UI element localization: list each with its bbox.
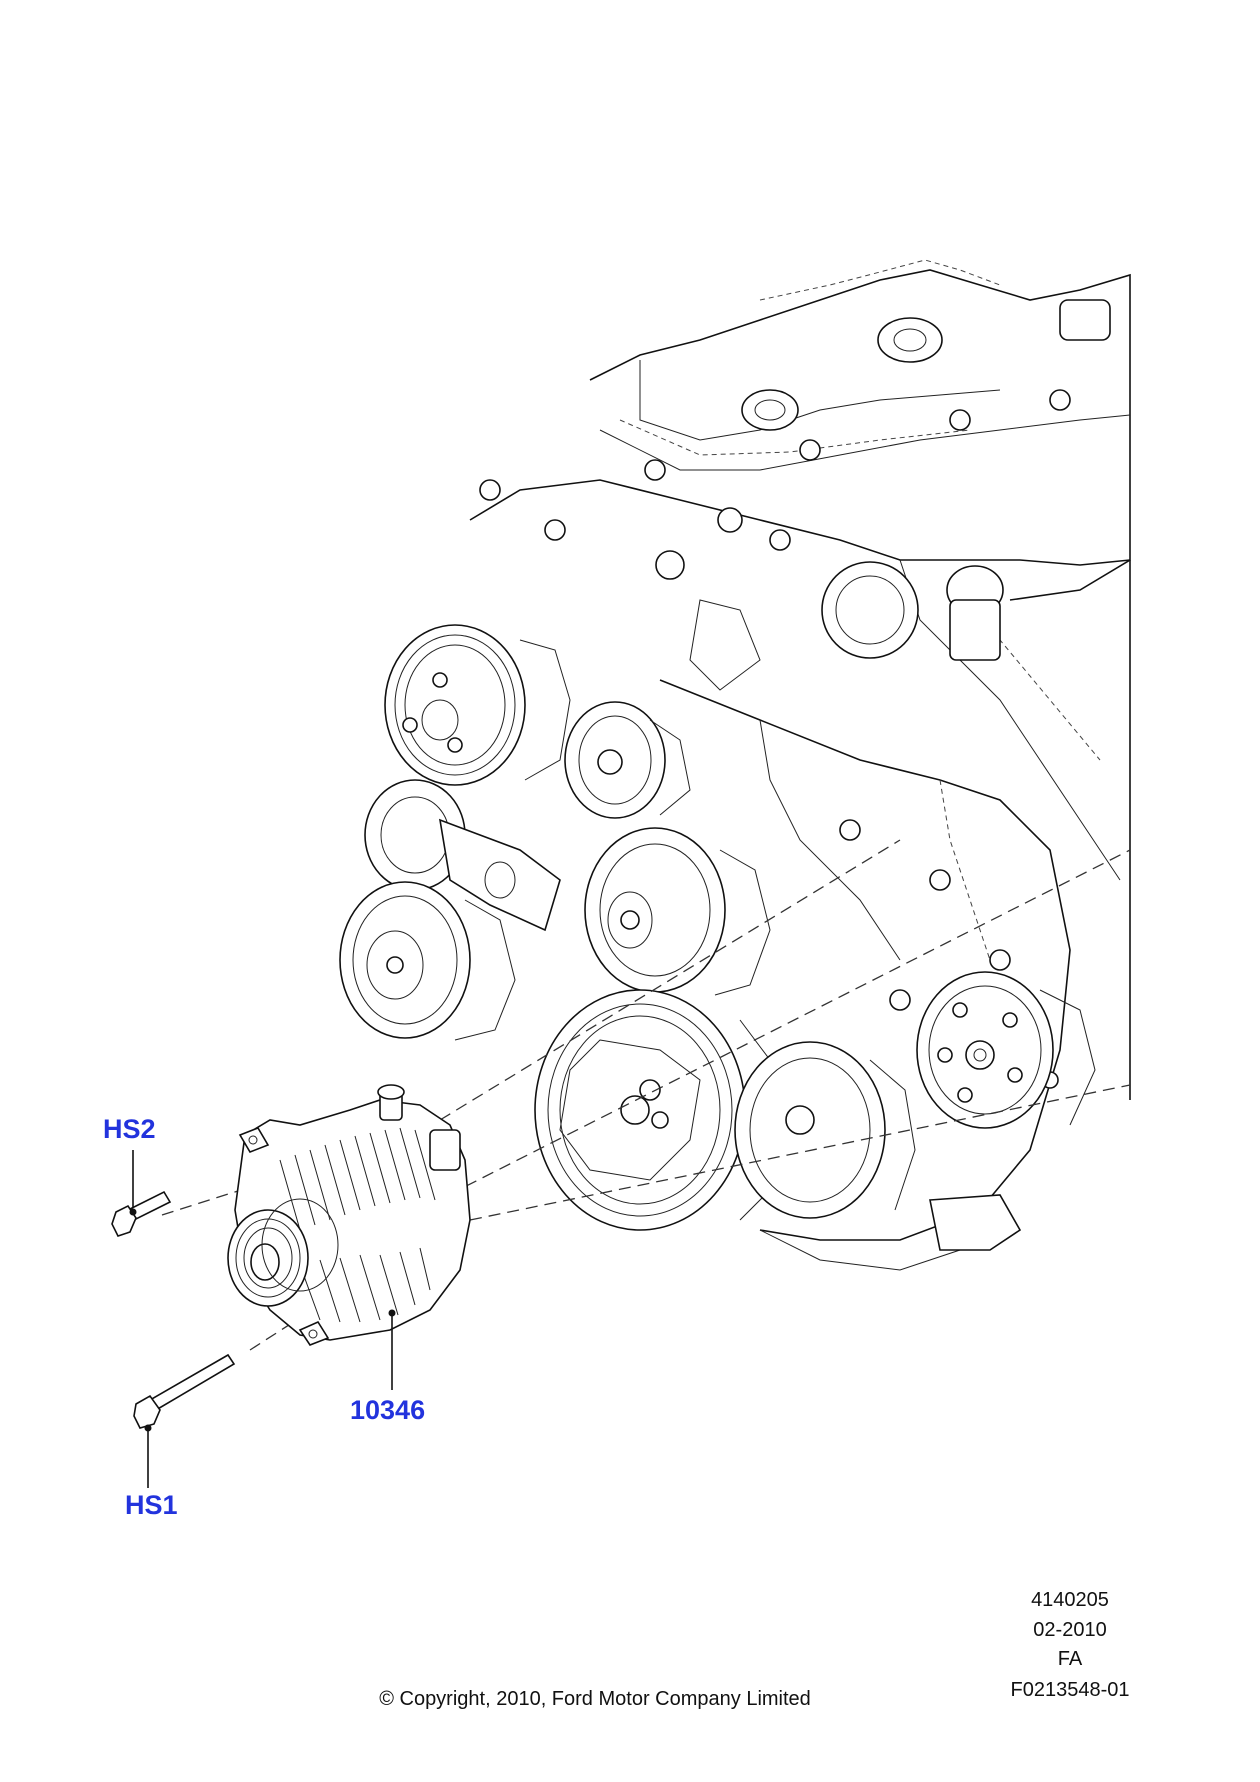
bolt-hs2 xyxy=(111,1190,172,1237)
leader-lines xyxy=(129,1150,396,1488)
drawing-date: 02-2010 xyxy=(1033,1619,1107,1641)
illustration-number: 4140205 xyxy=(1031,1589,1109,1611)
idler-pulley-upper xyxy=(564,701,691,819)
bolt-hs1 xyxy=(133,1353,236,1429)
idler-pulley-center xyxy=(584,827,771,996)
ac-compressor-pulley xyxy=(339,881,516,1041)
callout-alternator-part-number: 10346 xyxy=(350,1395,426,1425)
engine-assembly xyxy=(469,259,1131,1271)
figure-id: F0213548-01 xyxy=(1010,1679,1130,1701)
callout-hs1: HS1 xyxy=(125,1490,178,1520)
alternator xyxy=(227,1084,471,1346)
water-pump-pulley xyxy=(384,624,571,786)
tensioner xyxy=(364,779,561,932)
callout-hs2: HS2 xyxy=(103,1114,156,1144)
idler-pulley-lower xyxy=(734,1041,916,1219)
copyright-notice: © Copyright, 2010, Ford Motor Company Li… xyxy=(379,1688,811,1710)
fan-drive-pulley xyxy=(916,971,1096,1129)
revision-code: FA xyxy=(1057,1648,1083,1670)
